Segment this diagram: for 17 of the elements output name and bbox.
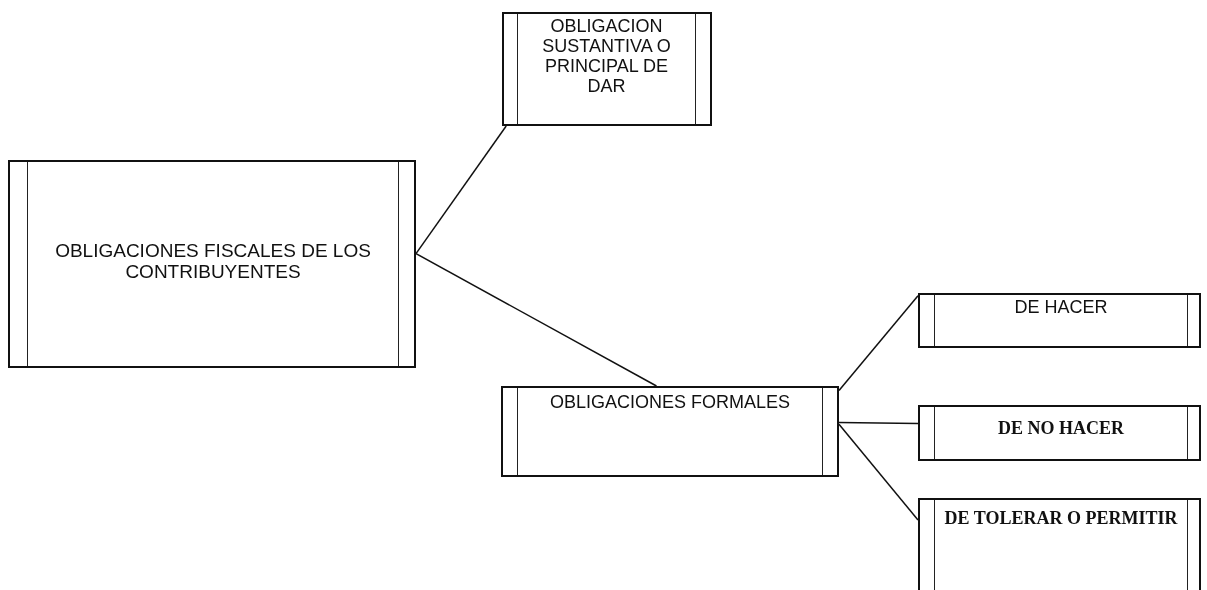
box-label: OBLIGACIONES FORMALES: [548, 392, 792, 413]
connector-line: [838, 423, 919, 521]
connector-line: [838, 421, 919, 425]
process-box: [8, 160, 416, 368]
box-label: OBLIGACIONES FISCALES DE LOS CONTRIBUYENTES: [54, 240, 372, 283]
connector-line: [415, 252, 658, 387]
connector-line: [838, 295, 919, 392]
process-box: [501, 386, 839, 477]
box-label: DE TOLERAR O PERMITIR: [943, 508, 1179, 529]
process-box: [502, 12, 712, 126]
process-box: [918, 405, 1201, 461]
connector-line: [415, 125, 507, 255]
box-label: DE NO HACER: [997, 418, 1125, 439]
box-label: DE HACER: [1013, 297, 1109, 318]
process-box: [918, 498, 1201, 590]
process-box: [918, 293, 1201, 348]
box-label: OBLIGACION SUSTANTIVA O PRINCIPAL DE DAR: [541, 16, 672, 97]
